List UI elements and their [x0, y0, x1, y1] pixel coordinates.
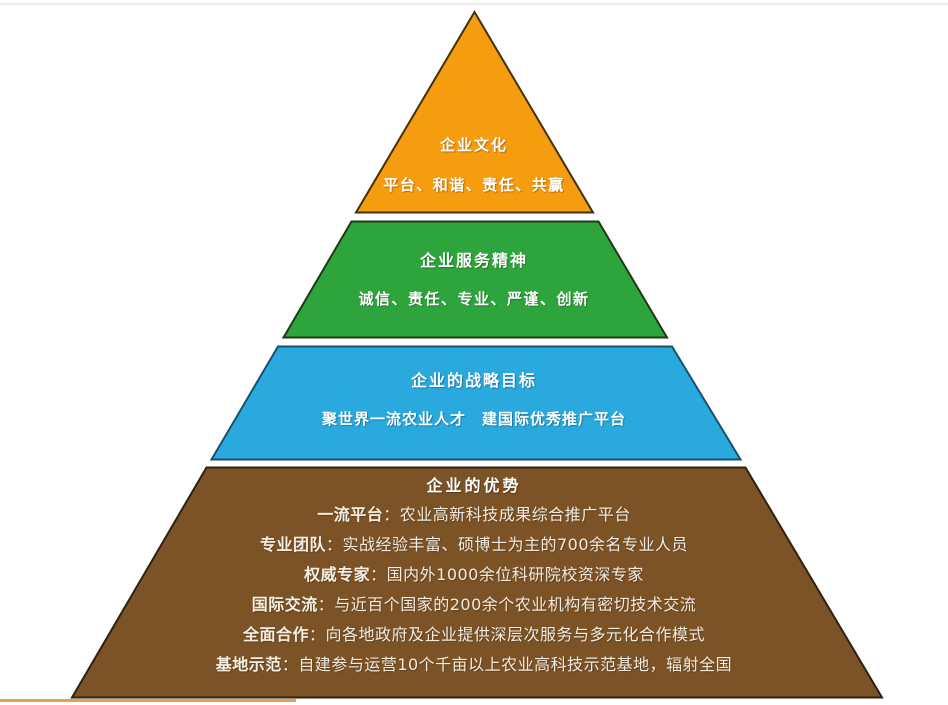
advantage-text: ：向各地政府及企业提供深层次服务与多元化合作模式	[309, 625, 706, 644]
level-goal-subtitle: 聚世界一流农业人才 建国际优秀推广平台	[321, 410, 626, 428]
advantage-row-cooperation: 全面合作：向各地政府及企业提供深层次服务与多元化合作模式	[0, 620, 948, 650]
pyramid-level-spirit-shape	[281, 220, 669, 339]
pyramid-level-advantages-shape	[70, 466, 884, 699]
advantage-row-experts: 权威专家：国内外1000余位科研院校资深专家	[0, 560, 948, 590]
advantage-label: 国际交流	[251, 595, 318, 614]
advantage-row-bases: 基地示范：自建参与运营10个千亩以上农业高科技示范基地，辐射全国	[0, 650, 948, 680]
level-culture-subtitle: 平台、和谐、责任、共赢	[383, 176, 565, 194]
advantage-text: ：国内外1000余位科研院校资深专家	[370, 565, 644, 584]
level-goal-title: 企业的战略目标	[410, 371, 537, 390]
level-spirit-subtitle: 诚信、责任、专业、严谨、创新	[358, 290, 590, 308]
level-culture-title: 企业文化	[439, 136, 508, 154]
bottom-accent-bar	[0, 699, 296, 702]
advantage-row-team: 专业团队：实战经验丰富、硕博士为主的700余名专业人员	[0, 530, 948, 560]
pyramid-level-goal-shape	[209, 345, 743, 461]
advantage-label: 全面合作	[242, 625, 309, 644]
advantage-row-exchange: 国际交流：与近百个国家的200余个农业机构有密切技术交流	[0, 590, 948, 620]
advantages-list: 一流平台：农业高新科技成果综合推广平台 专业团队：实战经验丰富、硕博士为主的70…	[0, 500, 948, 680]
pyramid-level-culture-shape	[354, 10, 595, 214]
advantage-label: 专业团队	[259, 535, 326, 554]
advantage-label: 权威专家	[304, 565, 371, 584]
level-spirit-title: 企业服务精神	[419, 251, 528, 270]
advantage-label: 基地示范	[215, 655, 282, 674]
advantage-row-platform: 一流平台：农业高新科技成果综合推广平台	[0, 500, 948, 530]
advantage-text: ：与近百个国家的200余个农业机构有密切技术交流	[317, 595, 697, 614]
advantage-text: ：实战经验丰富、硕博士为主的700余名专业人员	[325, 535, 689, 554]
advantage-text: ：自建参与运营10个千亩以上农业高科技示范基地，辐射全国	[281, 655, 733, 674]
level-advantages-title: 企业的优势	[426, 476, 522, 495]
top-divider-line	[0, 3, 948, 5]
advantage-label: 一流平台	[317, 505, 384, 524]
advantage-text: ：农业高新科技成果综合推广平台	[383, 505, 631, 524]
